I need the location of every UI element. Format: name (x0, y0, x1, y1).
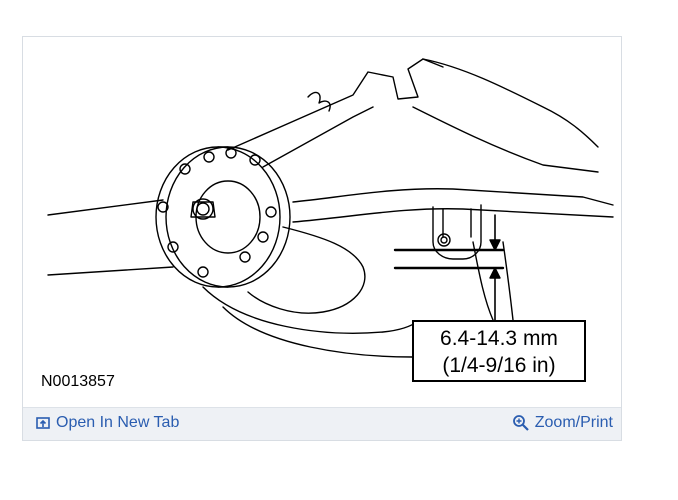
technical-illustration: N0013857 6.4-14.3 mm (1/4-9/16 in) (23, 37, 621, 407)
suspension-drawing (47, 58, 614, 358)
magnifier-plus-icon (512, 414, 530, 432)
image-toolbar: Open In New Tab Zoom/Print (23, 407, 621, 440)
zoom-print-button[interactable]: Zoom/Print (512, 414, 613, 432)
zoom-print-label: Zoom/Print (534, 414, 613, 431)
measurement-imperial: (1/4-9/16 in) (442, 354, 556, 377)
measurement-metric: 6.4-14.3 mm (440, 327, 558, 350)
open-new-tab-label: Open In New Tab (56, 414, 180, 431)
image-viewer: N0013857 6.4-14.3 mm (1/4-9/16 in) Open … (22, 36, 622, 441)
figure-id-label: N0013857 (41, 373, 115, 390)
open-new-tab-button[interactable]: Open In New Tab (35, 414, 179, 432)
open-new-tab-icon (35, 415, 51, 431)
measurement-callout: 6.4-14.3 mm (1/4-9/16 in) (412, 320, 586, 382)
